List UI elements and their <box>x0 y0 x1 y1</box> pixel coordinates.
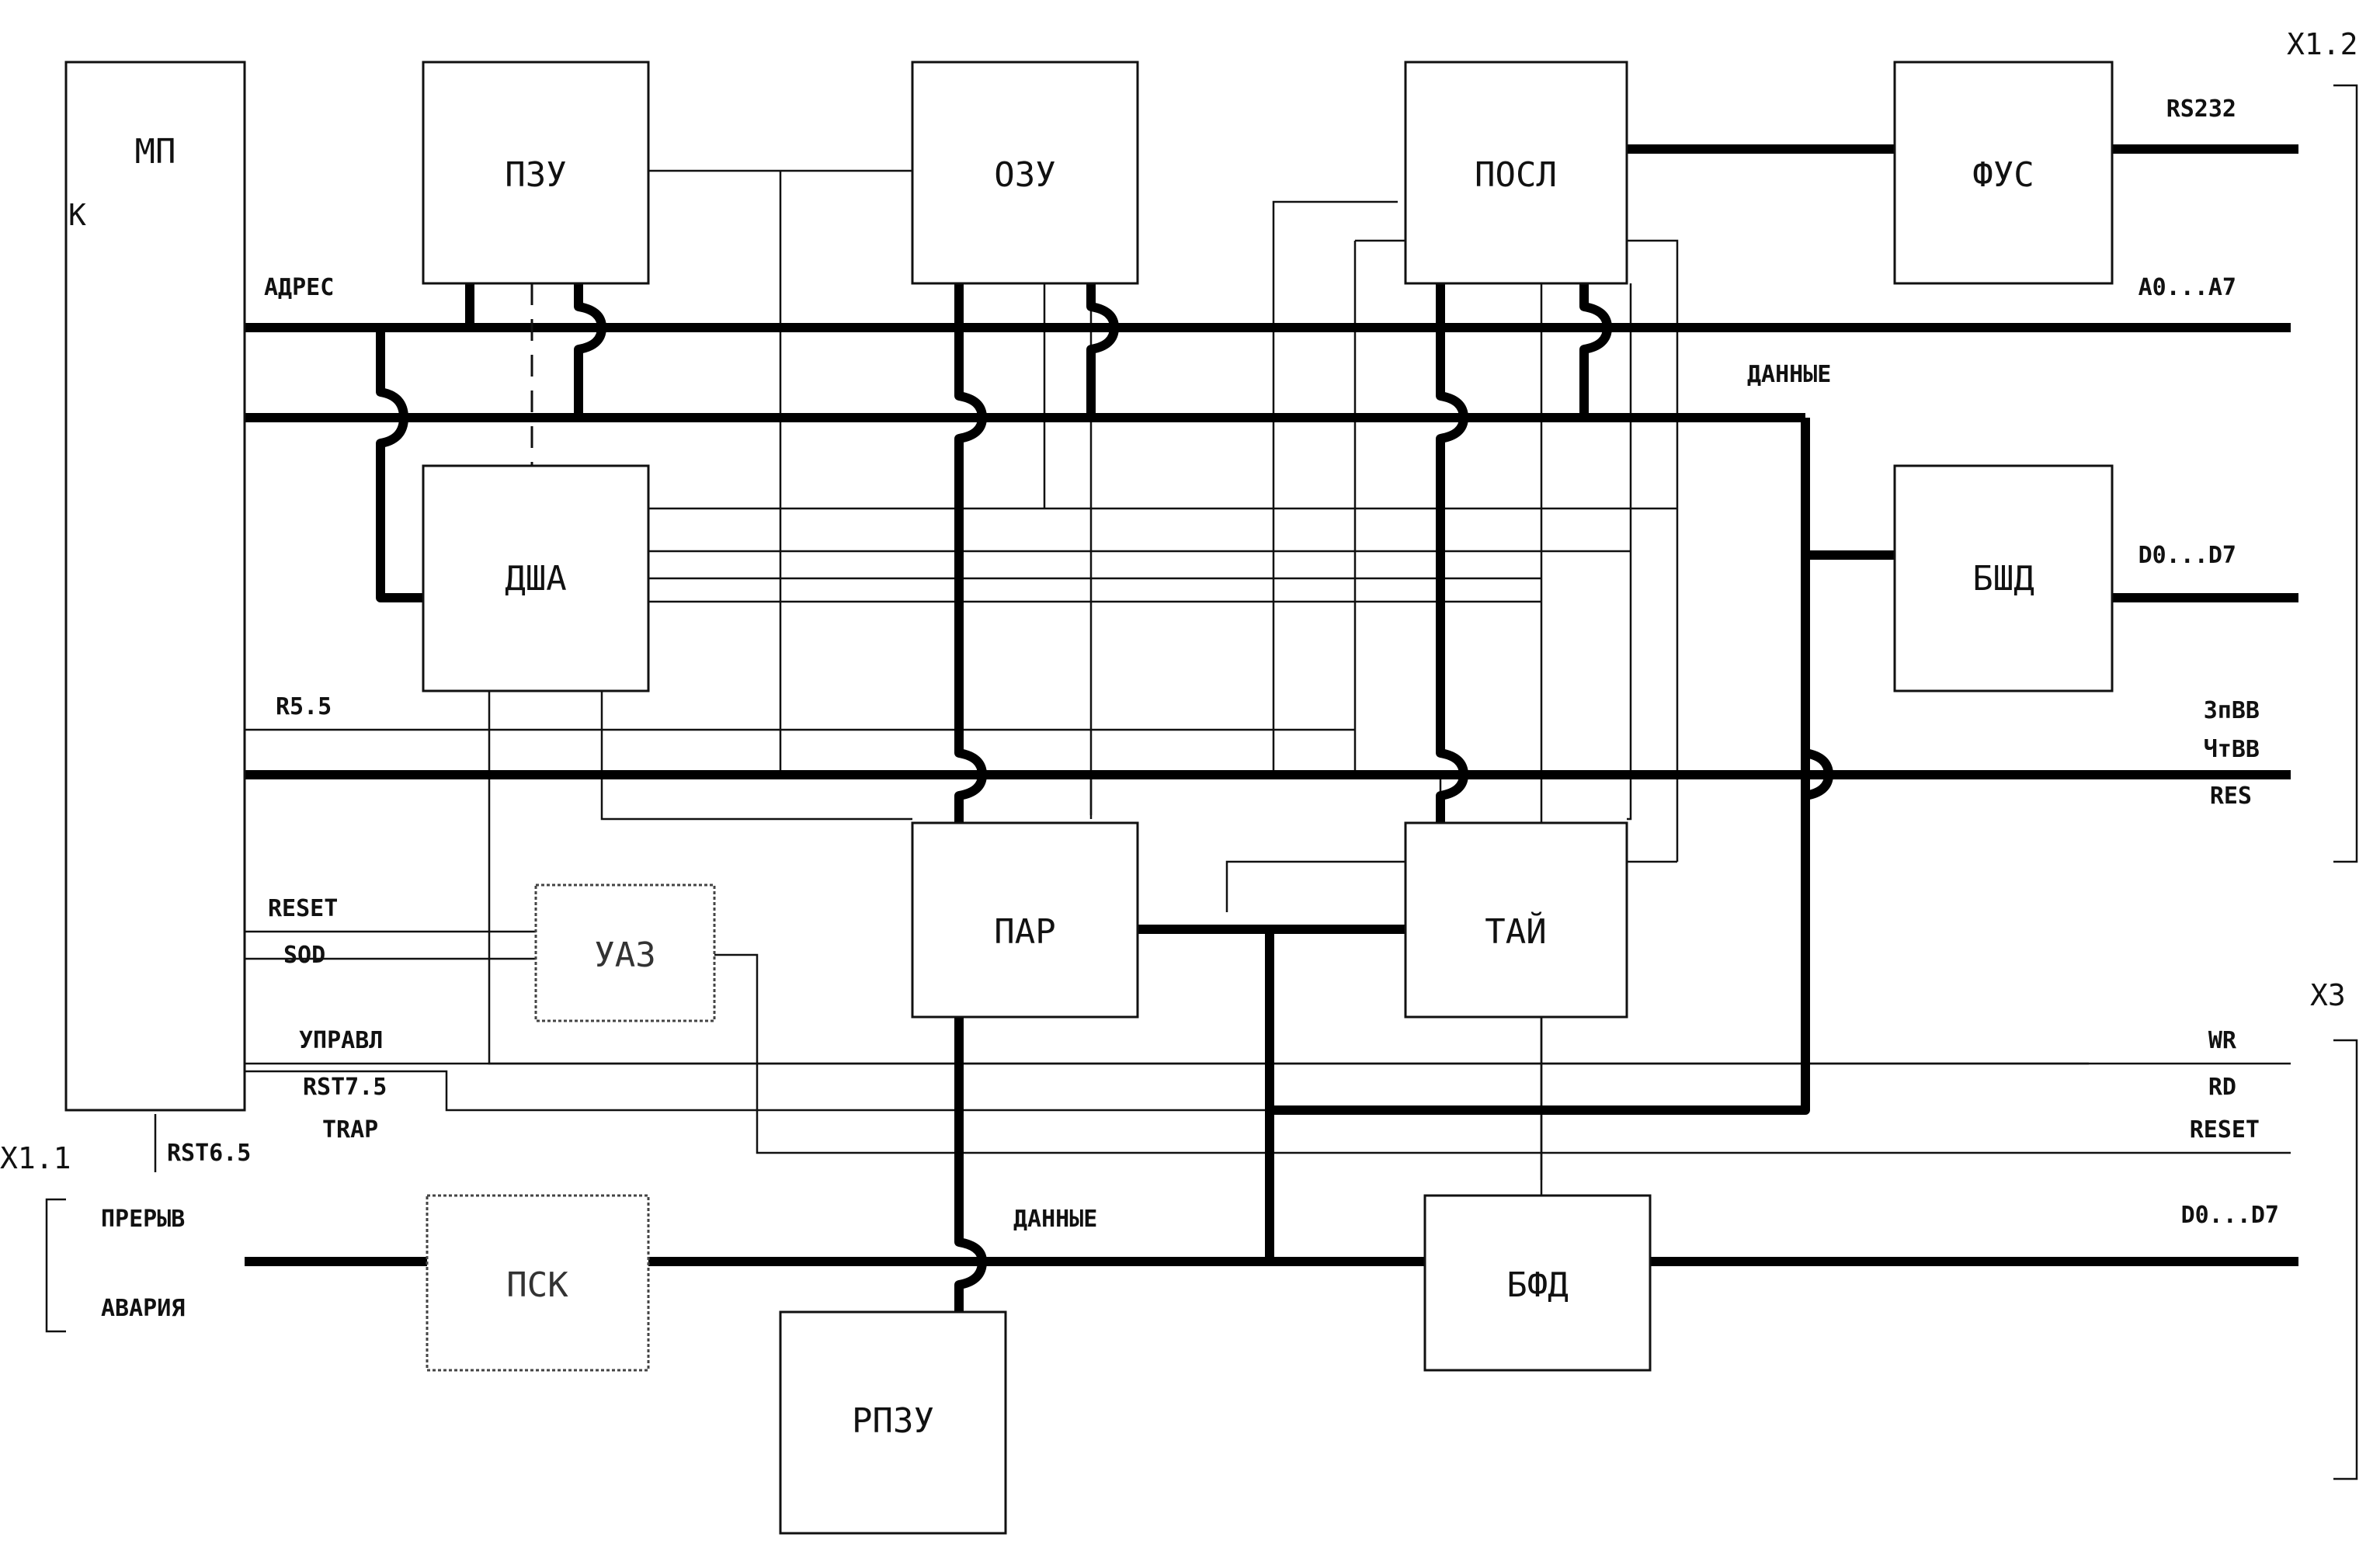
trap-label: TRAP <box>322 1116 378 1144</box>
par-label: ПАР <box>994 912 1055 952</box>
x3-pin-d0d7: D0...D7 <box>2181 1202 2279 1229</box>
block-par: ПАР <box>911 821 1139 1019</box>
bfd-label: БФД <box>1506 1265 1568 1305</box>
block-psk: ПСК <box>426 1194 650 1372</box>
posl-label: ПОСЛ <box>1475 155 1557 195</box>
block-rpzu: РПЗУ <box>779 1310 1007 1535</box>
dsha-label: ДША <box>505 559 566 599</box>
x3-pin-reset: RESET <box>2190 1116 2260 1144</box>
x12-pin-d0d7: D0...D7 <box>2139 542 2236 569</box>
connector-x11: X1.1 ПРЕРЫВ АВАРИЯ <box>0 1141 185 1333</box>
x12-pin-rs232: RS232 <box>2166 95 2236 123</box>
block-tai: ТАЙ <box>1404 821 1628 1019</box>
block-pzu: ПЗУ <box>422 61 650 285</box>
mp-k-label: К <box>68 198 86 232</box>
x12-label: X1.2 <box>2287 27 2358 61</box>
data-bus-bottom-label: ДАННЫЕ <box>1013 1206 1097 1233</box>
rst75-label: RST7.5 <box>303 1074 387 1101</box>
block-dsha: ДША <box>422 464 650 692</box>
reset-left-label: RESET <box>268 895 338 922</box>
fus-label: ФУС <box>1972 155 2034 195</box>
ozu-label: ОЗУ <box>994 155 1055 195</box>
block-posl: ПОСЛ <box>1404 61 1628 285</box>
thick-buses <box>245 144 2298 1312</box>
connector-x12: X1.2 RS232 A0...A7 D0...D7 ЗпВВ ЧтВВ RES <box>2139 27 2358 863</box>
data-bus-top-label: ДАННЫЕ <box>1747 361 1831 388</box>
uprav-label: УПРАВЛ <box>299 1027 383 1054</box>
block-bfd: БФД <box>1423 1194 1652 1372</box>
pzu-label: ПЗУ <box>505 155 566 195</box>
x12-pin-zapvv: ЗпВВ <box>2204 697 2260 724</box>
tai-label: ТАЙ <box>1485 911 1546 952</box>
connector-x3: X3 WR RD RESET D0...D7 <box>2181 978 2358 1480</box>
r55-label: R5.5 <box>276 693 332 720</box>
block-uaz: УАЗ <box>534 883 716 1022</box>
rst65-label: RST6.5 <box>167 1140 251 1167</box>
x12-pin-a0a7: A0...A7 <box>2139 274 2236 301</box>
x3-label: X3 <box>2310 978 2346 1012</box>
x11-pin-avar: АВАРИЯ <box>101 1295 185 1322</box>
mp-label: МП <box>135 132 176 172</box>
address-bus-label: АДРЕС <box>264 274 334 301</box>
psk-label: ПСК <box>506 1265 568 1305</box>
rpzu-label: РПЗУ <box>852 1401 934 1441</box>
block-bshd: БШД <box>1893 464 2114 692</box>
x12-pin-res: RES <box>2210 783 2252 810</box>
bshd-label: БШД <box>1972 559 2034 599</box>
x3-pin-rd: RD <box>2208 1074 2236 1101</box>
x11-label: X1.1 <box>0 1141 71 1175</box>
block-mp: МП К <box>64 61 246 1112</box>
block-ozu: ОЗУ <box>911 61 1139 285</box>
x12-pin-chtvv: ЧтВВ <box>2204 736 2260 763</box>
x3-pin-wr: WR <box>2208 1027 2237 1054</box>
sod-label: SOD <box>283 942 325 969</box>
block-fus: ФУС <box>1893 61 2114 285</box>
x11-pin-prer: ПРЕРЫВ <box>101 1206 185 1233</box>
uaz-label: УАЗ <box>594 935 655 975</box>
